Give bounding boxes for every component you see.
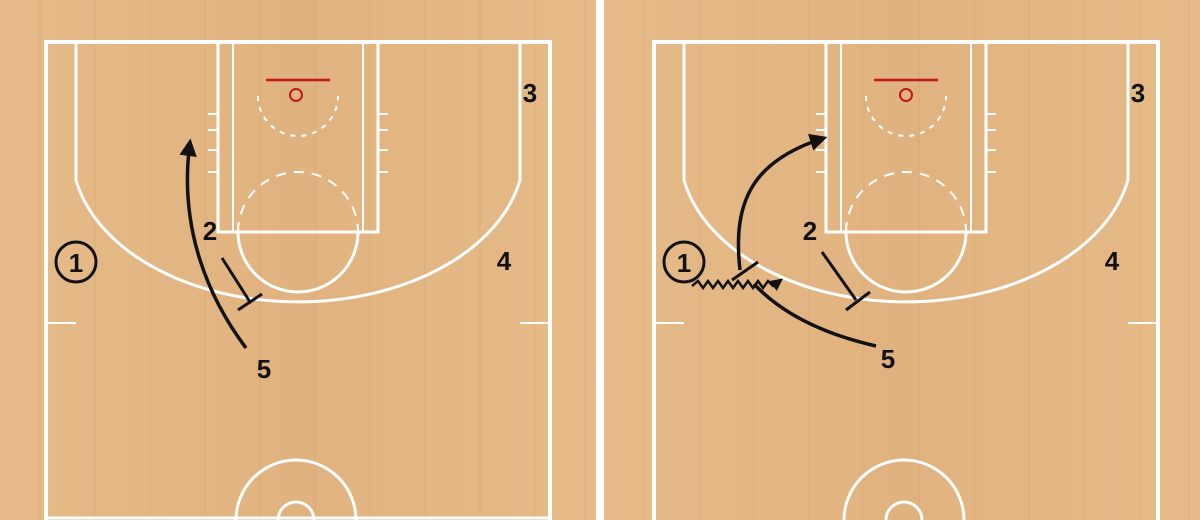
free-throw-circle-top xyxy=(844,231,968,294)
three-point-line xyxy=(74,42,522,304)
player-2: 2 xyxy=(803,216,817,246)
player-4: 4 xyxy=(1105,246,1120,276)
center-circle-inner xyxy=(276,500,316,520)
screen-2 xyxy=(220,257,263,312)
play-diagram-right: 1 2 3 4 5 xyxy=(604,0,1200,520)
center-circle xyxy=(842,458,966,520)
screen-2 xyxy=(820,251,871,312)
center-circle-inner xyxy=(884,500,924,520)
court-markings xyxy=(44,40,552,520)
player-2: 2 xyxy=(203,216,217,246)
screen-5 xyxy=(731,260,759,282)
cut-1-to-basket xyxy=(736,133,828,271)
player-1: 1 xyxy=(662,240,706,284)
svg-text:1: 1 xyxy=(69,248,83,278)
three-point-line xyxy=(682,42,1130,304)
free-throw-circle-dashed xyxy=(237,171,359,233)
player-3: 3 xyxy=(1131,78,1145,108)
court-left: 1 2 3 4 5 xyxy=(0,0,596,520)
wood-grain xyxy=(643,0,1190,520)
play-diagram-left: 1 2 3 4 5 xyxy=(0,0,596,520)
svg-text:1: 1 xyxy=(677,248,691,278)
player-5: 5 xyxy=(881,344,895,374)
cut-5-to-wing xyxy=(752,282,877,348)
hoop xyxy=(289,88,303,102)
center-circle xyxy=(234,458,358,520)
player-1: 1 xyxy=(54,240,98,284)
court-right: 1 2 3 4 5 xyxy=(604,0,1200,520)
dribble-1 xyxy=(691,278,783,291)
player-3: 3 xyxy=(523,78,537,108)
paint-inner xyxy=(840,41,972,233)
hoop xyxy=(899,88,913,102)
player-4: 4 xyxy=(497,246,512,276)
player-5: 5 xyxy=(257,354,271,384)
free-throw-circle-dashed xyxy=(845,171,967,233)
court-markings xyxy=(652,40,1160,520)
cut-5-to-basket xyxy=(179,138,248,350)
wood-floor xyxy=(0,0,596,520)
paint-inner xyxy=(232,41,364,233)
free-throw-circle-top xyxy=(236,231,360,294)
